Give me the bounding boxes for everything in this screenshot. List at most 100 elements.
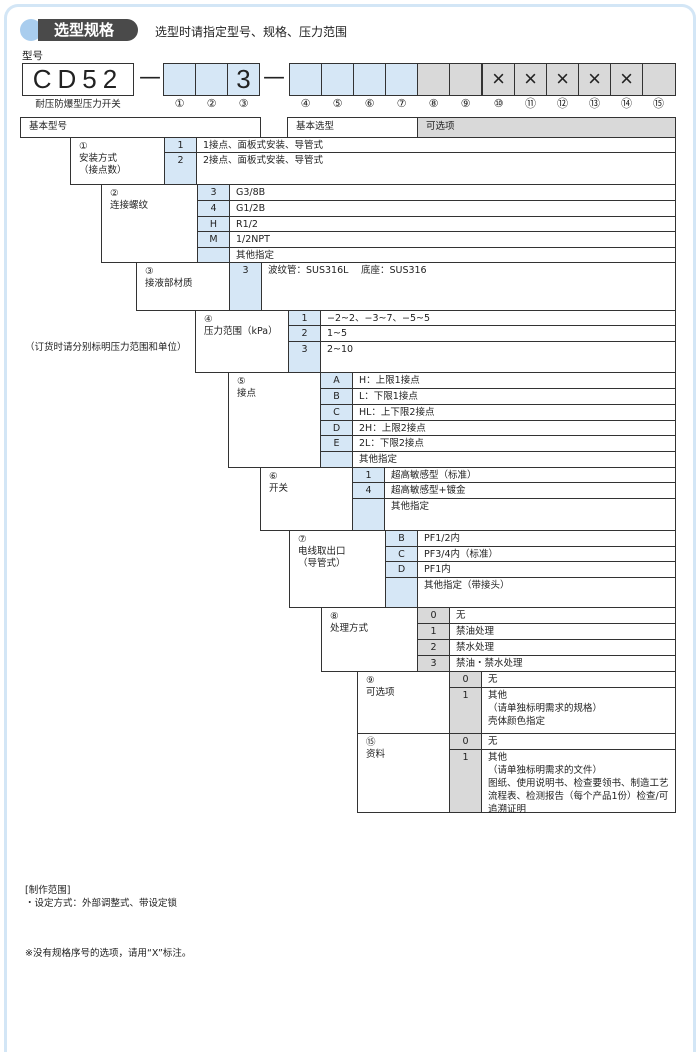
model-slot-9 [449,63,482,96]
model-slot-number: ② [206,97,217,110]
model-slot-2 [195,63,228,96]
model-slot-number: ⑪ [525,97,536,110]
footer-note: ※没有规格序号的选项，请用“X”标注。 [25,948,192,959]
model-slot-15 [642,63,676,96]
model-slot-number: ⑫ [557,97,568,110]
scope-title: [制作范围] [25,885,71,896]
option-code: 4 [197,200,230,217]
option-description: 波纹管：SUS316L 底座：SUS316 [261,262,676,311]
option-description: 禁油处理 [449,623,676,640]
option-description: H：上限1接点 [352,372,676,389]
option-code [320,451,353,468]
option-description: PF1/2内 [417,530,676,547]
model-slot-number: ③ [238,97,249,110]
option-description: −2~2、−3~7、−5~5 [320,310,676,326]
option-code: D [320,420,353,436]
section-number: ⑤ [237,376,246,387]
option-code [385,577,418,608]
option-code: 1 [449,749,482,813]
option-code: M [197,231,230,248]
option-description: R1/2 [229,216,676,232]
option-code: 1 [352,467,385,483]
option-code: 1 [288,310,321,326]
section-label: 接液部材质 [145,278,193,289]
option-code: 3 [288,341,321,373]
section-label: （导管式） [298,558,346,569]
section-number: ⑥ [269,471,278,482]
section-number: ③ [145,266,154,277]
option-description: 2~10 [320,341,676,373]
section-number: ① [79,141,88,152]
option-description: G1/2B [229,200,676,217]
option-description: PF1内 [417,561,676,578]
option-code: 2 [164,152,197,185]
section-label: 接点 [237,388,257,399]
model-slot-number: ⑮ [653,97,664,110]
model-caption: 耐压防爆型压力开关 [35,99,121,110]
option-description: 超高敏感型+镀金 [384,482,676,499]
option-code: 0 [449,671,482,688]
option-code: 3 [229,262,262,311]
option-description: 禁水处理 [449,639,676,656]
option-description: 1/2NPT [229,231,676,248]
option-description: 其他指定（带接头） [417,577,676,608]
option-description: 其他指定 [384,498,676,531]
option-code: 2 [417,639,450,656]
model-slot-7 [385,63,418,96]
option-description: 其他 （请单独标明需求的规格） 壳体颜色指定 [481,687,676,734]
section-label: 电线取出口 [298,546,346,557]
model-slot-10: × [482,63,515,96]
section-label: 处理方式 [330,623,369,634]
option-description: 无 [481,733,676,750]
option-description: 其他 （请单独标明需求的文件） 图纸、使用说明书、检查要领书、制造工艺 流程表、… [481,749,676,815]
category-basic-selection: 基本选型 [287,117,419,138]
option-code: E [320,435,353,452]
section-label: 连接螺纹 [110,200,149,211]
model-base-box: CD52 [22,63,134,96]
option-description: 1接点、面板式安装、导管式 [196,137,676,153]
option-code: D [385,561,418,578]
option-code: H [197,216,230,232]
section-label: 安装方式 [79,153,118,164]
page-frame [4,4,696,1052]
option-description: 2H：上限2接点 [352,420,676,436]
model-slot-number: ① [174,97,185,110]
section-number: ⑮ [366,737,376,748]
title-bullet-icon [20,19,42,41]
section-number: ⑦ [298,534,307,545]
model-label: 型号 [22,50,43,62]
model-slot-number: ⑤ [332,97,343,110]
option-code: B [320,388,353,405]
section-number: ④ [204,314,213,325]
option-description: 超高敏感型（标准） [384,467,676,483]
option-code: 2 [288,325,321,342]
option-code: B [385,530,418,547]
section-number: ⑨ [366,675,375,686]
option-description: HL：上下限2接点 [352,404,676,421]
model-slot-number: ⑥ [364,97,375,110]
option-code: 1 [417,623,450,640]
option-code: 1 [164,137,197,153]
category-options: 可选项 [417,117,676,138]
category-basic-model: 基本型号 [20,117,261,138]
option-code: 3 [417,655,450,672]
model-slot-number: ⑦ [396,97,407,110]
section-label: 压力范围（kPa） [204,326,278,337]
option-description: 1~5 [320,325,676,342]
section-label: 资料 [366,749,386,760]
model-slot-number: ⑭ [621,97,632,110]
model-slot-12: × [546,63,579,96]
option-description: 其他指定 [352,451,676,468]
model-slot-1 [163,63,196,96]
option-code [352,498,385,531]
model-slot-number: ⑩ [493,97,504,110]
model-slot-number: ④ [300,97,311,110]
